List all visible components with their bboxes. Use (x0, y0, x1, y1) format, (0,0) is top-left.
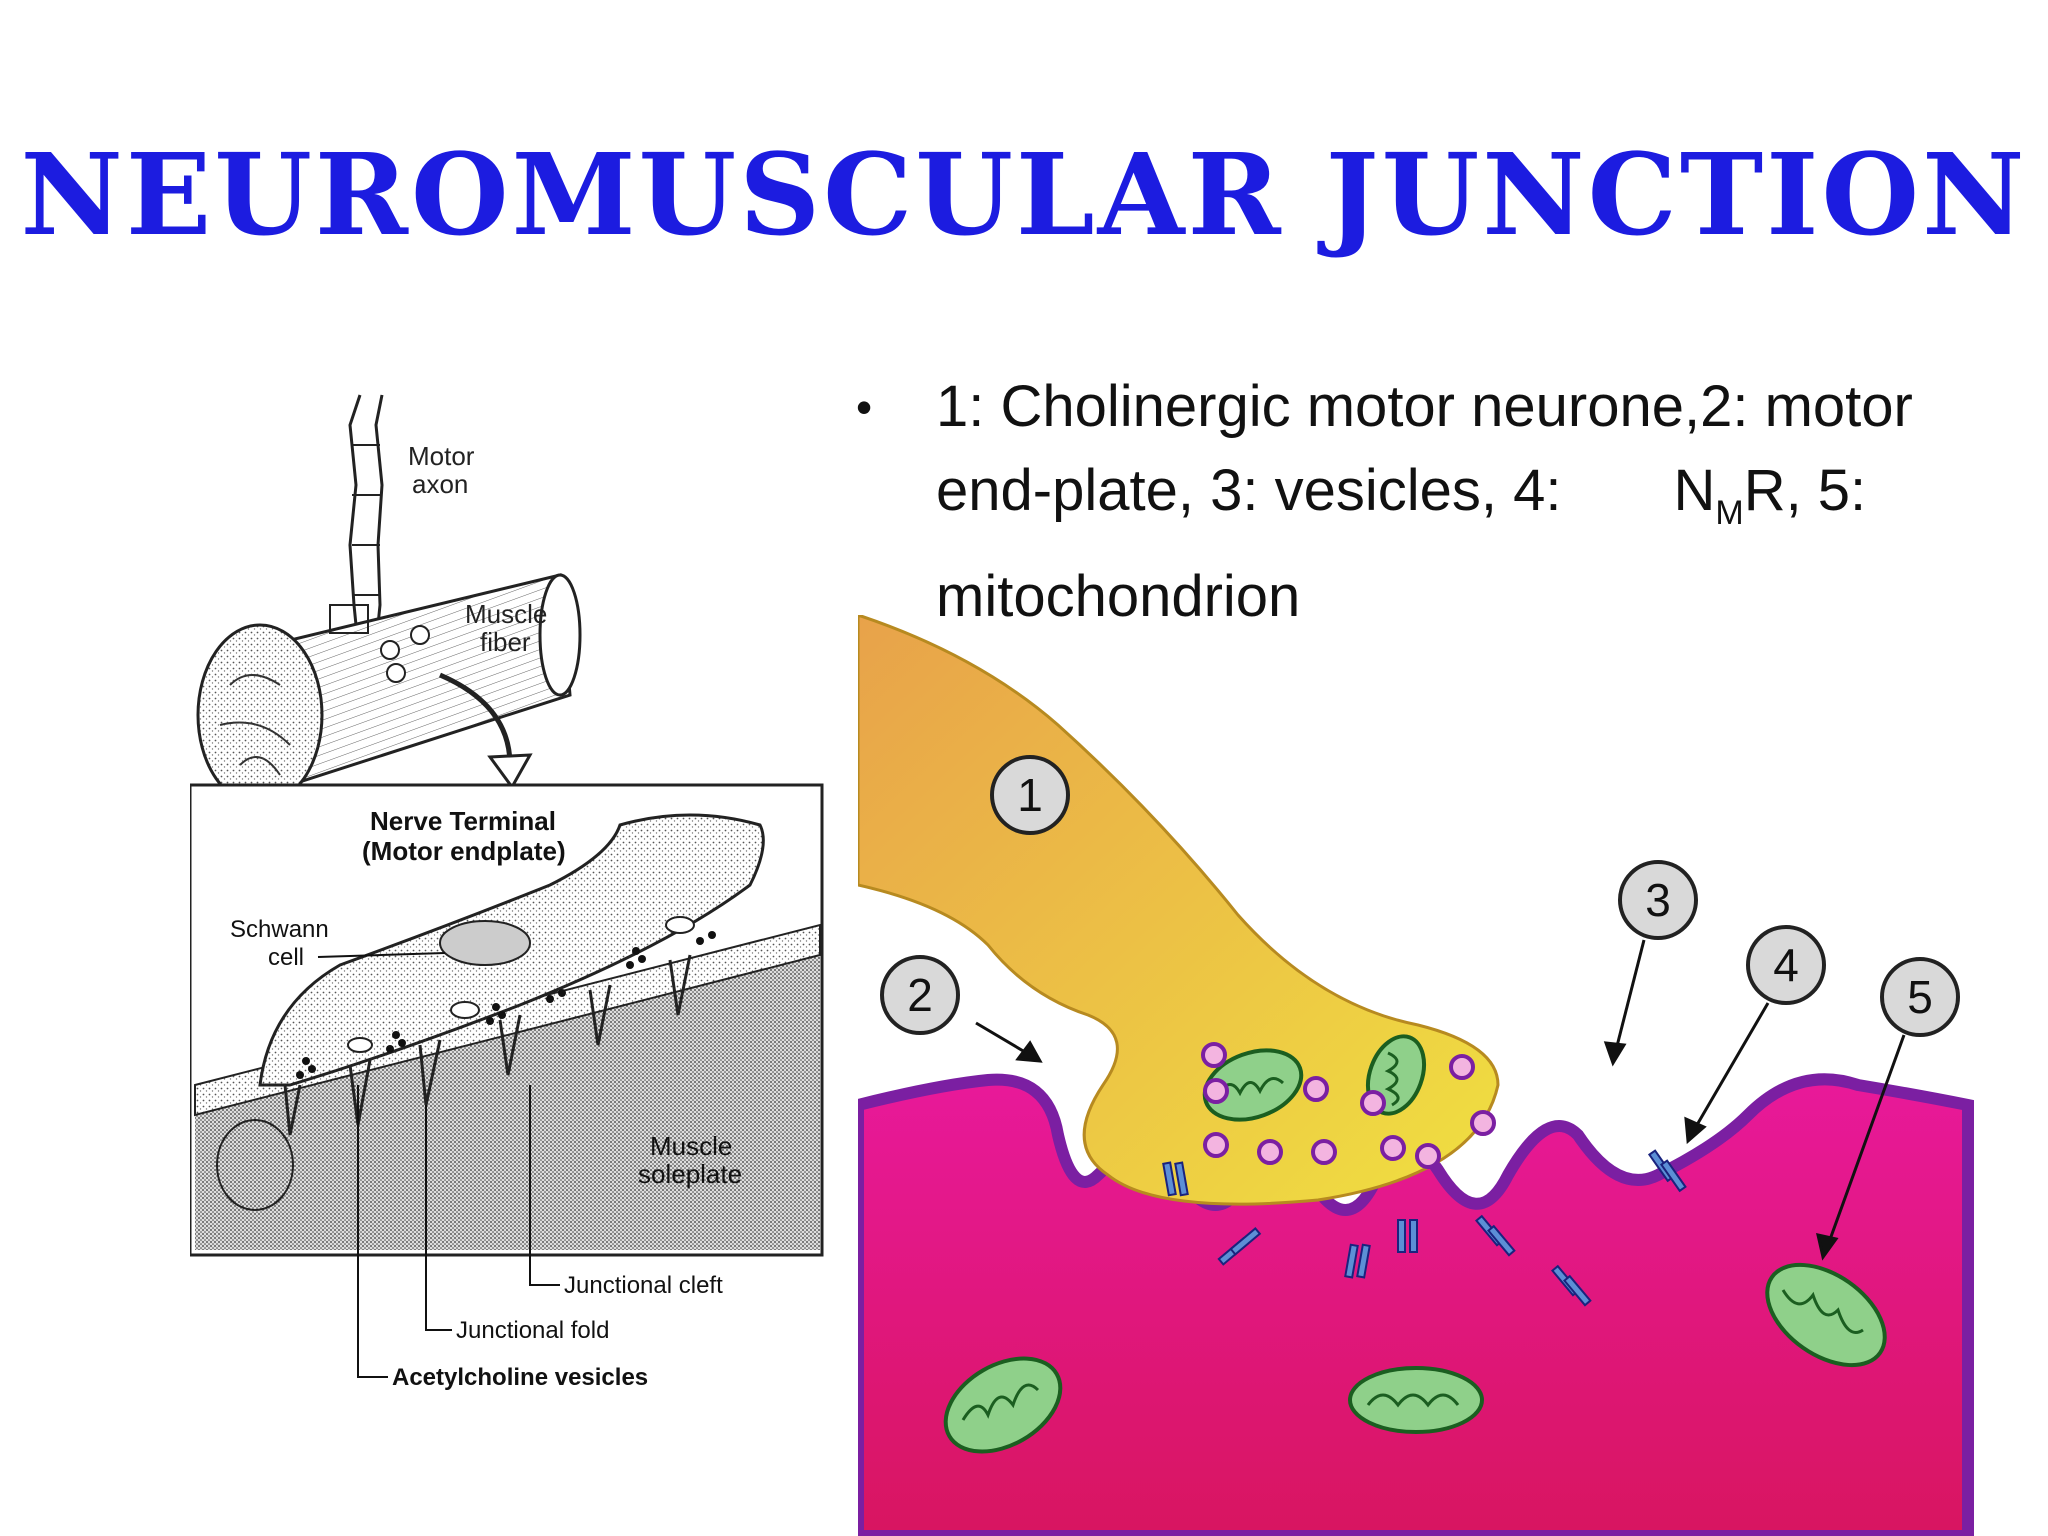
label-junctional-fold: Junctional fold (456, 1317, 609, 1344)
callout-5: 5 (1880, 957, 1960, 1037)
callout-2-label: 2 (907, 969, 933, 1021)
receptors (1162, 1149, 1687, 1307)
muscle-mitochondrion-3 (1765, 1262, 1887, 1368)
neuron-mitochondrion-1 (1202, 1048, 1304, 1122)
right-diagram: 1 2 3 4 5 (858, 615, 1974, 1536)
label-schwann-2: cell (268, 944, 304, 971)
label-muscle-fiber-2: fiber (480, 627, 531, 657)
bullet-line-3: mitochondrion (936, 564, 1301, 629)
callout-4-label: 4 (1773, 939, 1799, 991)
label-ach-vesicles: Acetylcholine vesicles (392, 1364, 648, 1391)
slide-title: Neuromuscular junction (20, 130, 2028, 261)
bullet-line-2a: end-plate, 3: vesicles, 4: (936, 458, 1562, 523)
callout-arrows (975, 939, 1906, 1261)
callout-3: 3 (1618, 860, 1698, 940)
label-motor-axon-2: axon (412, 469, 468, 499)
inset-box (190, 783, 824, 1257)
muscle-mitochondrion-2 (1348, 1366, 1484, 1434)
label-motor-axon-1: Motor (408, 441, 475, 471)
callout-1-label: 1 (1017, 769, 1043, 821)
left-diagram: Motor axon Muscle fiber (190, 394, 824, 1391)
callout-4: 4 (1746, 925, 1826, 1005)
callout-5-label: 5 (1907, 971, 1933, 1023)
bullet-line-1: 1: Cholinergic motor neurone,2: motor (936, 374, 1913, 439)
leader-lines (357, 1085, 560, 1378)
callout-2: 2 (880, 955, 960, 1035)
label-schwann-1: Schwann (230, 916, 329, 943)
nmr-r: R, 5: (1743, 458, 1867, 523)
label-nerve-terminal-2: (Motor endplate) (362, 836, 566, 866)
label-muscle-fiber-1: Muscle (465, 599, 547, 629)
muscle-mitochondrion-1 (943, 1356, 1063, 1454)
label-nerve-terminal-1: Nerve Terminal (370, 806, 556, 836)
bullet-text: 1: Cholinergic motor neurone,2: motor en… (936, 365, 2036, 639)
muscle-fiber (196, 573, 582, 807)
callout-1: 1 (990, 755, 1070, 835)
bullet-dot: • (856, 381, 873, 433)
schwann-leader (317, 952, 446, 958)
vesicles (1201, 1042, 1496, 1169)
label-soleplate-1: Muscle (650, 1131, 732, 1161)
nmr-sub: M (1715, 494, 1744, 532)
label-soleplate-2: soleplate (638, 1159, 742, 1189)
label-junctional-cleft: Junctional cleft (564, 1272, 723, 1299)
nmr-n: N (1673, 458, 1716, 523)
zoom-arrow (439, 672, 533, 790)
bullet-line-2: end-plate, 3: vesicles, 4: NMR, 5: (936, 449, 2036, 555)
callout-3-label: 3 (1645, 874, 1671, 926)
